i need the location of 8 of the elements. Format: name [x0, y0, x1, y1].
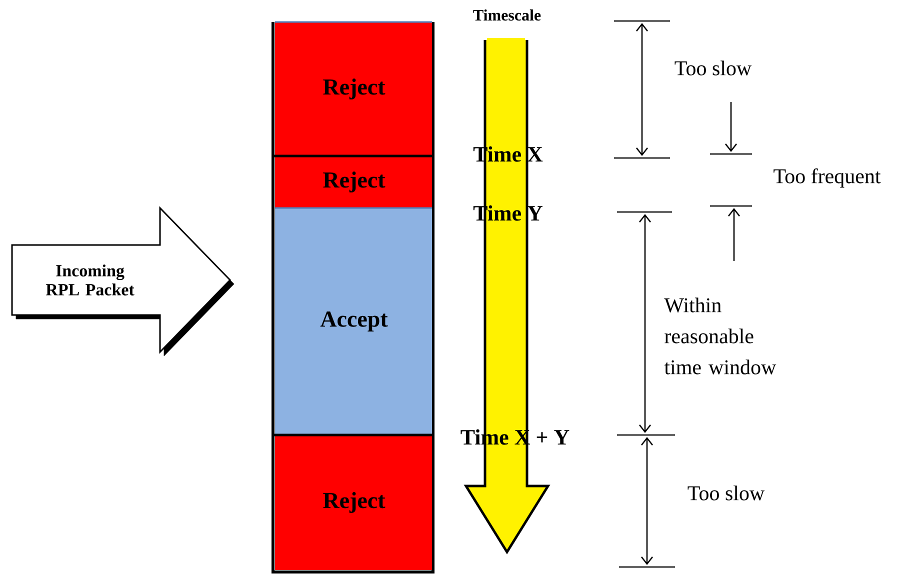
reject-band: Reject [275, 156, 432, 208]
dimension-label: Within reasonable time window [664, 298, 776, 374]
reject-band: Reject [275, 435, 432, 570]
dimension-label: Too slow [688, 486, 765, 500]
timescale-label: Timescale [473, 9, 541, 21]
dimension-label: Too frequent [774, 168, 881, 188]
dimension-label: Too slow [674, 60, 752, 76]
accept-band: Accept [275, 208, 432, 435]
